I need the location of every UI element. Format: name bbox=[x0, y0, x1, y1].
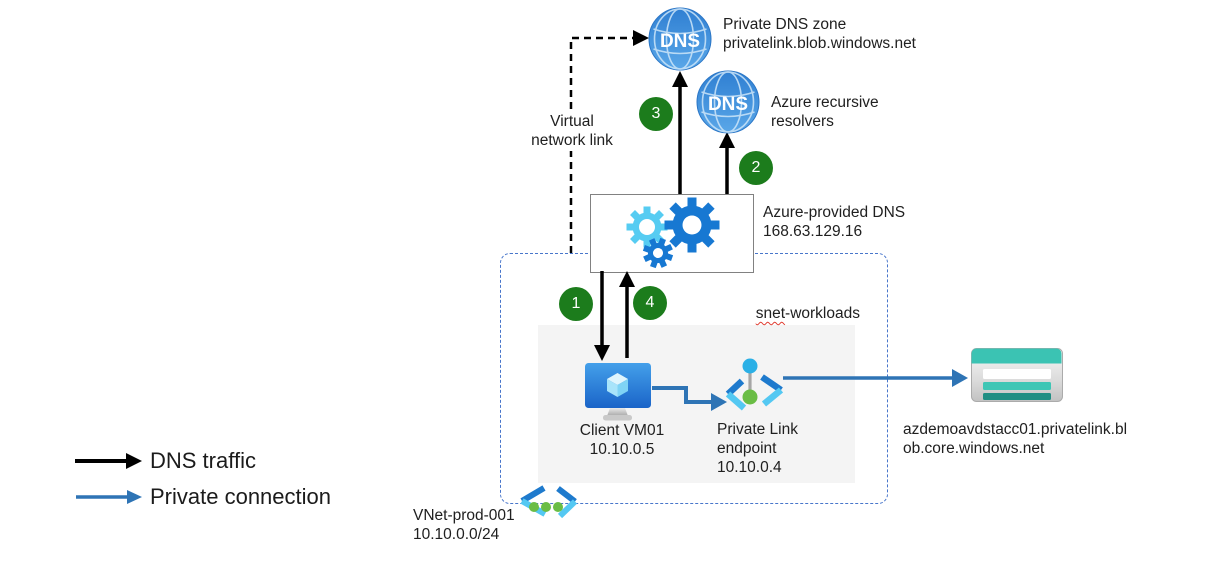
recursive-resolvers-label-line2: resolvers bbox=[771, 113, 834, 130]
subnet-label-part2: -workloads bbox=[785, 305, 860, 322]
storage-account-icon bbox=[971, 348, 1063, 402]
private-link-endpoint-label-line3: 10.10.0.4 bbox=[717, 459, 782, 476]
private-dns-zone-icon: DNS bbox=[648, 7, 712, 71]
private-dns-zone-label: Private DNS zone privatelink.blob.window… bbox=[723, 15, 916, 53]
dns-globe-text: DNS bbox=[660, 31, 700, 52]
vnet-label-line2: 10.10.0.0/24 bbox=[413, 526, 500, 543]
gears-icon bbox=[626, 197, 720, 269]
private-link-endpoint-label: Private Link endpoint 10.10.0.4 bbox=[717, 420, 798, 477]
step-badge-4: 4 bbox=[633, 286, 667, 320]
client-vm-label-line1: Client VM01 bbox=[579, 422, 665, 439]
step-badge-3: 3 bbox=[639, 97, 673, 131]
client-vm-icon bbox=[585, 363, 651, 421]
storage-account-label-line2: ob.core.windows.net bbox=[903, 440, 1045, 457]
step-badge-2: 2 bbox=[739, 151, 773, 185]
legend-private-connection-arrowhead bbox=[127, 490, 142, 504]
azure-provided-dns-box bbox=[590, 194, 754, 273]
storage-account-label: azdemoavdstacc01.privatelink.bl ob.core.… bbox=[903, 420, 1127, 458]
dns-traffic-arrowhead-step3 bbox=[672, 71, 688, 87]
legend-dns-traffic-label: DNS traffic bbox=[150, 448, 256, 473]
private-link-endpoint-label-line1: Private Link bbox=[717, 421, 798, 438]
recursive-resolvers-icon: DNS bbox=[696, 70, 760, 134]
dns-globe-text: DNS bbox=[708, 94, 748, 115]
storage-account-label-line1: azdemoavdstacc01.privatelink.bl bbox=[903, 421, 1128, 438]
virtual-network-link-label-line1: Virtual bbox=[550, 113, 594, 130]
vnet-label: VNet-prod-001 10.10.0.0/24 bbox=[413, 506, 515, 544]
private-connection-arrowhead-storage bbox=[952, 369, 968, 387]
subnet-label-part1: snet bbox=[755, 305, 786, 322]
private-dns-zone-label-line2: privatelink.blob.windows.net bbox=[723, 35, 916, 52]
recursive-resolvers-label-line1: Azure recursive bbox=[771, 94, 879, 111]
legend-private-connection-label: Private connection bbox=[150, 484, 331, 509]
private-link-endpoint-label-line2: endpoint bbox=[717, 440, 777, 457]
client-vm-label-line2: 10.10.0.5 bbox=[589, 441, 655, 458]
virtual-network-link-label: Virtual network link bbox=[514, 111, 630, 151]
azure-provided-dns-label-line1: Azure-provided DNS bbox=[763, 204, 906, 221]
azure-provided-dns-label-line2: 168.63.129.16 bbox=[763, 223, 863, 240]
step-badge-1: 1 bbox=[559, 287, 593, 321]
legend-dns-traffic-arrowhead bbox=[126, 453, 142, 469]
private-dns-zone-label-line1: Private DNS zone bbox=[723, 16, 847, 33]
recursive-resolvers-label: Azure recursive resolvers bbox=[771, 93, 879, 131]
private-link-endpoint-icon bbox=[725, 358, 784, 411]
subnet-label: snet-workloads bbox=[756, 304, 860, 323]
client-vm-label: Client VM01 10.10.0.5 bbox=[552, 421, 692, 459]
virtual-network-link-label-line2: network link bbox=[531, 132, 613, 149]
azure-provided-dns-label: Azure-provided DNS 168.63.129.16 bbox=[763, 203, 905, 241]
vnet-label-line1: VNet-prod-001 bbox=[413, 507, 515, 524]
virtual-network-icon bbox=[520, 485, 578, 519]
